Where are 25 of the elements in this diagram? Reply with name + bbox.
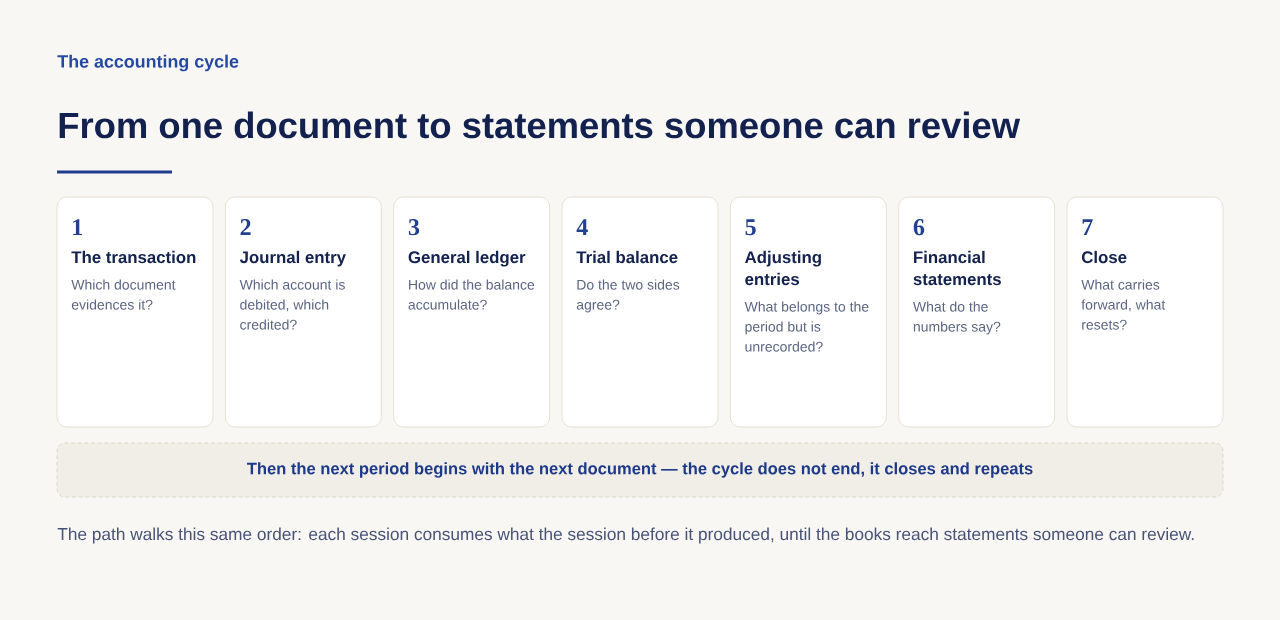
heading: From one document to statements someone can review [59, 111, 1021, 139]
step-title: General ledger [408, 250, 526, 267]
step-title: Adjusting entries [745, 250, 821, 286]
step-title: Trial balance [576, 250, 678, 264]
step-question: What carries forward, what resets? [1081, 279, 1166, 330]
step-number: 1 [73, 219, 83, 235]
step-number: 6 [913, 219, 925, 236]
kicker-text: The accounting cycle [57, 54, 239, 72]
step-title: Journal entry [239, 250, 346, 267]
step-question: What do the numbers say? [913, 301, 1001, 335]
step-question: What belongs to the period but is unrecorded? [744, 301, 869, 352]
step-number: 4 [576, 219, 588, 235]
caption-text: The path walks this same order: each session consumes what the session before it produced, until the books reach statements someone can review. [57, 527, 1194, 544]
step-title: Financial statements [913, 250, 1001, 286]
step-question: Which account is debited, which credited? [239, 279, 345, 330]
step-number: 7 [1082, 219, 1093, 235]
step-question: Do the two sides agree? [576, 279, 680, 313]
step-number: 5 [745, 219, 756, 236]
step-title: The transaction [71, 250, 196, 264]
step-title: Close [1081, 250, 1127, 264]
note-banner: Then the next period begins with the next document — the cycle does not end, it closes and repeats [56, 442, 1224, 498]
step-number: 3 [408, 219, 420, 236]
step-number: 2 [240, 219, 251, 235]
step-question: How did the balance accumulate? [408, 279, 535, 310]
step-question: Which document evidences it? [71, 279, 176, 310]
